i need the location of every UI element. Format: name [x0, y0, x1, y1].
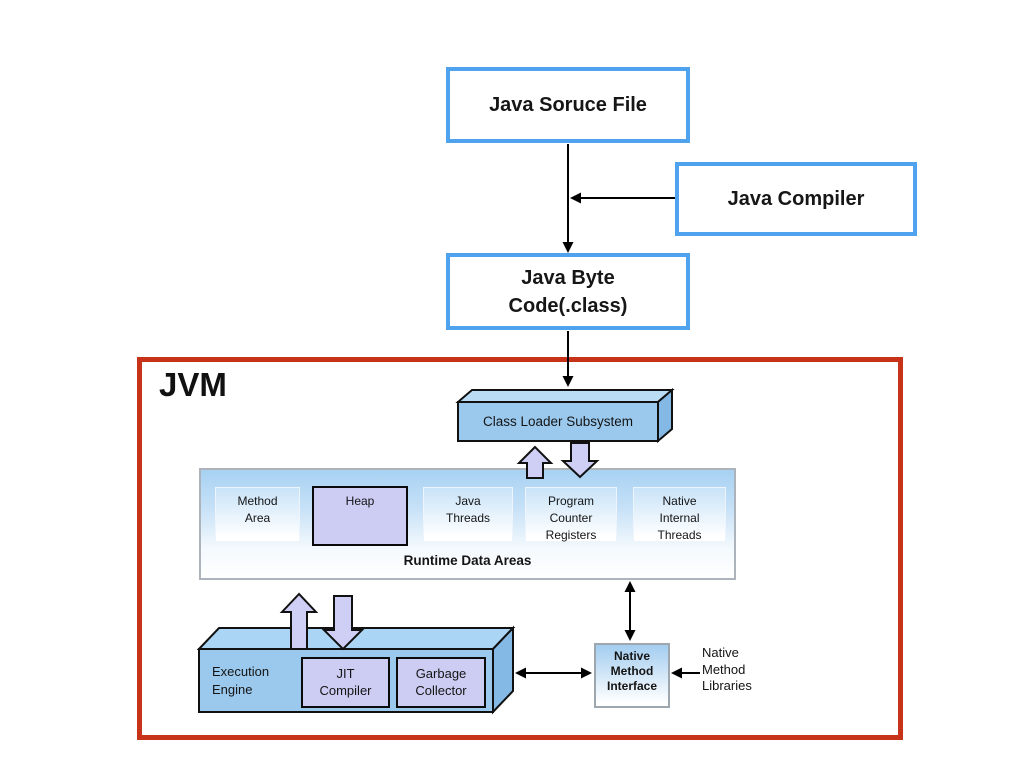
arrow-source-to-bytecode [562, 144, 574, 253]
native-method-interface-box: Native Method Interface [594, 643, 670, 708]
runtime-area-method-area: Method Area [215, 487, 300, 542]
node-java-byte-code: Java Byte Code(.class) [446, 253, 690, 330]
runtime-area-program-counter-registers: Program Counter Registers [525, 487, 617, 542]
runtime-area-java-threads: Java Threads [423, 487, 513, 542]
jit-compiler-box: JIT Compiler [301, 657, 390, 708]
garbage-collector-box: Garbage Collector [396, 657, 486, 708]
execution-engine-label: Execution Engine [212, 664, 270, 697]
java-compiler-label: Java Compiler [727, 188, 865, 210]
java-source-file-label: Java Soruce File [489, 94, 647, 116]
native-method-libraries-label: Native Method Libraries [702, 645, 752, 694]
runtime-area-heap: Heap [312, 486, 408, 546]
runtime-area-native-internal-threads: Native Internal Threads [633, 487, 726, 542]
node-java-compiler: Java Compiler [675, 162, 917, 236]
arrow-compiler-to-flow [570, 192, 675, 204]
runtime-data-areas-title: Runtime Data Areas [403, 553, 532, 568]
jit-compiler-label: JIT Compiler [319, 665, 372, 698]
class-loader-label: Class Loader Subsystem [458, 402, 658, 441]
jvm-container [137, 357, 903, 740]
node-java-source-file: Java Soruce File [446, 67, 690, 143]
jvm-title: JVM [159, 366, 227, 403]
garbage-collector-label: Garbage Collector [415, 665, 467, 698]
java-byte-code-label: Java Byte Code(.class) [508, 266, 628, 317]
class-loader-label-text: Class Loader Subsystem [482, 414, 634, 429]
